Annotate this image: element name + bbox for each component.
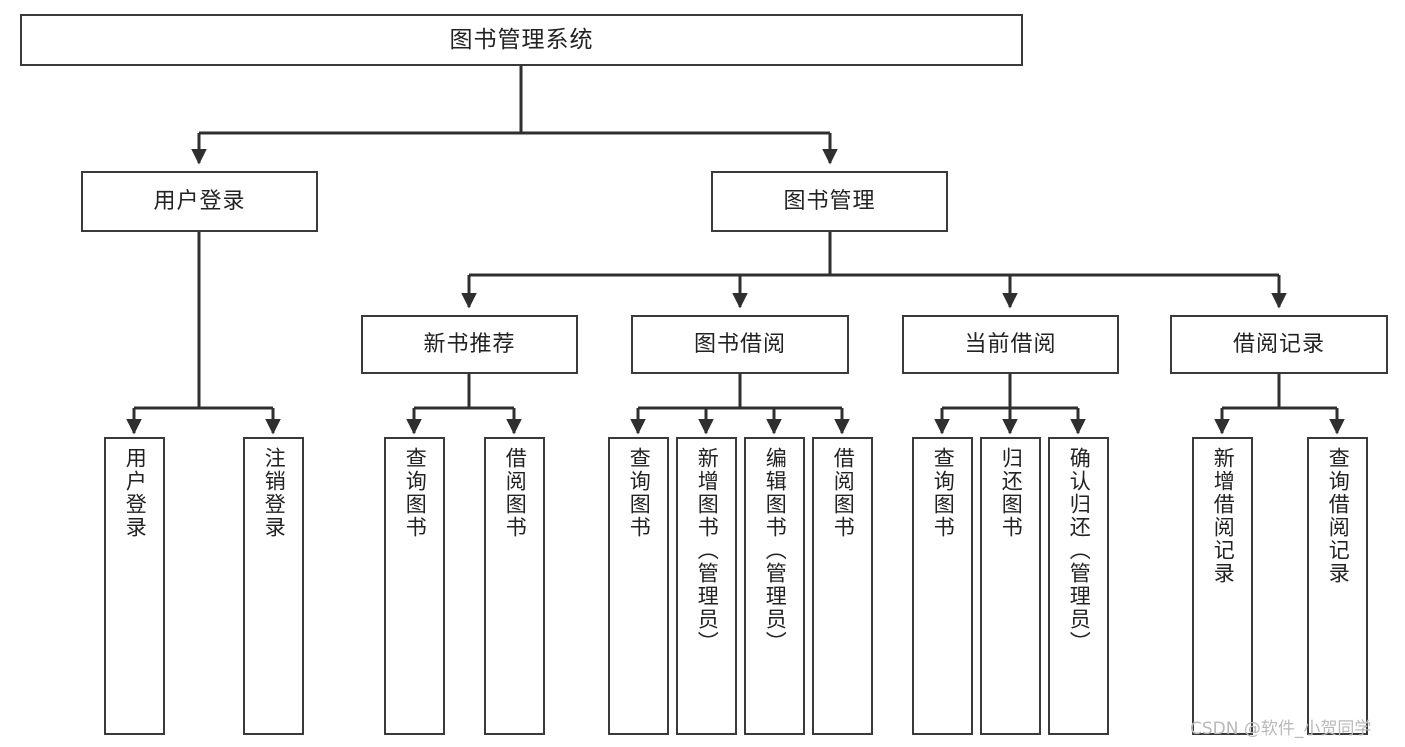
- node-label: 借阅记录: [1232, 331, 1325, 357]
- node-new-book-recommendation[interactable]: 新书推荐: [361, 315, 578, 374]
- node-label: 查询图书: [403, 447, 428, 539]
- leaf-book-borrow-query-book[interactable]: 查询图书: [608, 437, 669, 735]
- node-label: 注销登录: [262, 447, 287, 539]
- node-root-book-management-system[interactable]: 图书管理系统: [20, 14, 1023, 66]
- node-book-management[interactable]: 图书管理: [711, 171, 948, 232]
- leaf-new-book-query-book[interactable]: 查询图书: [384, 437, 445, 735]
- node-book-borrow[interactable]: 图书借阅: [631, 315, 849, 374]
- node-label: 图书管理系统: [449, 26, 594, 53]
- node-label: 借阅图书: [503, 447, 528, 539]
- node-user-login[interactable]: 用户登录: [81, 171, 318, 232]
- node-label: 新增图书（管理员）: [695, 447, 720, 654]
- leaf-borrow-record-add-record[interactable]: 新增借阅记录: [1192, 437, 1253, 735]
- leaf-user-login-logout[interactable]: 注销登录: [243, 437, 304, 735]
- node-label: 确认归还（管理员）: [1067, 447, 1092, 654]
- leaf-current-borrow-return-book[interactable]: 归还图书: [980, 437, 1041, 735]
- node-label: 新书推荐: [423, 331, 516, 357]
- leaf-new-book-borrow-book[interactable]: 借阅图书: [484, 437, 545, 735]
- node-current-borrow[interactable]: 当前借阅: [902, 315, 1119, 374]
- node-label: 图书借阅: [693, 331, 786, 357]
- node-label: 新增借阅记录: [1211, 447, 1236, 585]
- leaf-book-borrow-borrow-book[interactable]: 借阅图书: [812, 437, 873, 735]
- node-label: 查询图书: [627, 447, 652, 539]
- node-borrow-record[interactable]: 借阅记录: [1170, 315, 1388, 374]
- node-label: 归还图书: [999, 447, 1024, 539]
- leaf-book-borrow-edit-book-admin[interactable]: 编辑图书（管理员）: [744, 437, 805, 735]
- leaf-borrow-record-query-record[interactable]: 查询借阅记录: [1307, 437, 1368, 735]
- node-label: 借阅图书: [831, 447, 856, 539]
- csdn-watermark: CSDN @软件_小贺同学: [1190, 719, 1372, 739]
- node-label: 查询借阅记录: [1326, 447, 1351, 585]
- node-label: 图书管理: [783, 188, 876, 214]
- node-label: 查询图书: [931, 447, 956, 539]
- node-label: 当前借阅: [964, 331, 1057, 357]
- leaf-current-borrow-query-book[interactable]: 查询图书: [912, 437, 973, 735]
- leaf-book-borrow-add-book-admin[interactable]: 新增图书（管理员）: [676, 437, 737, 735]
- node-label: 编辑图书（管理员）: [763, 447, 788, 654]
- node-label: 用户登录: [123, 447, 148, 539]
- node-label: 用户登录: [153, 188, 246, 214]
- leaf-user-login-login[interactable]: 用户登录: [104, 437, 165, 735]
- leaf-current-borrow-confirm-return-admin[interactable]: 确认归还（管理员）: [1048, 437, 1109, 735]
